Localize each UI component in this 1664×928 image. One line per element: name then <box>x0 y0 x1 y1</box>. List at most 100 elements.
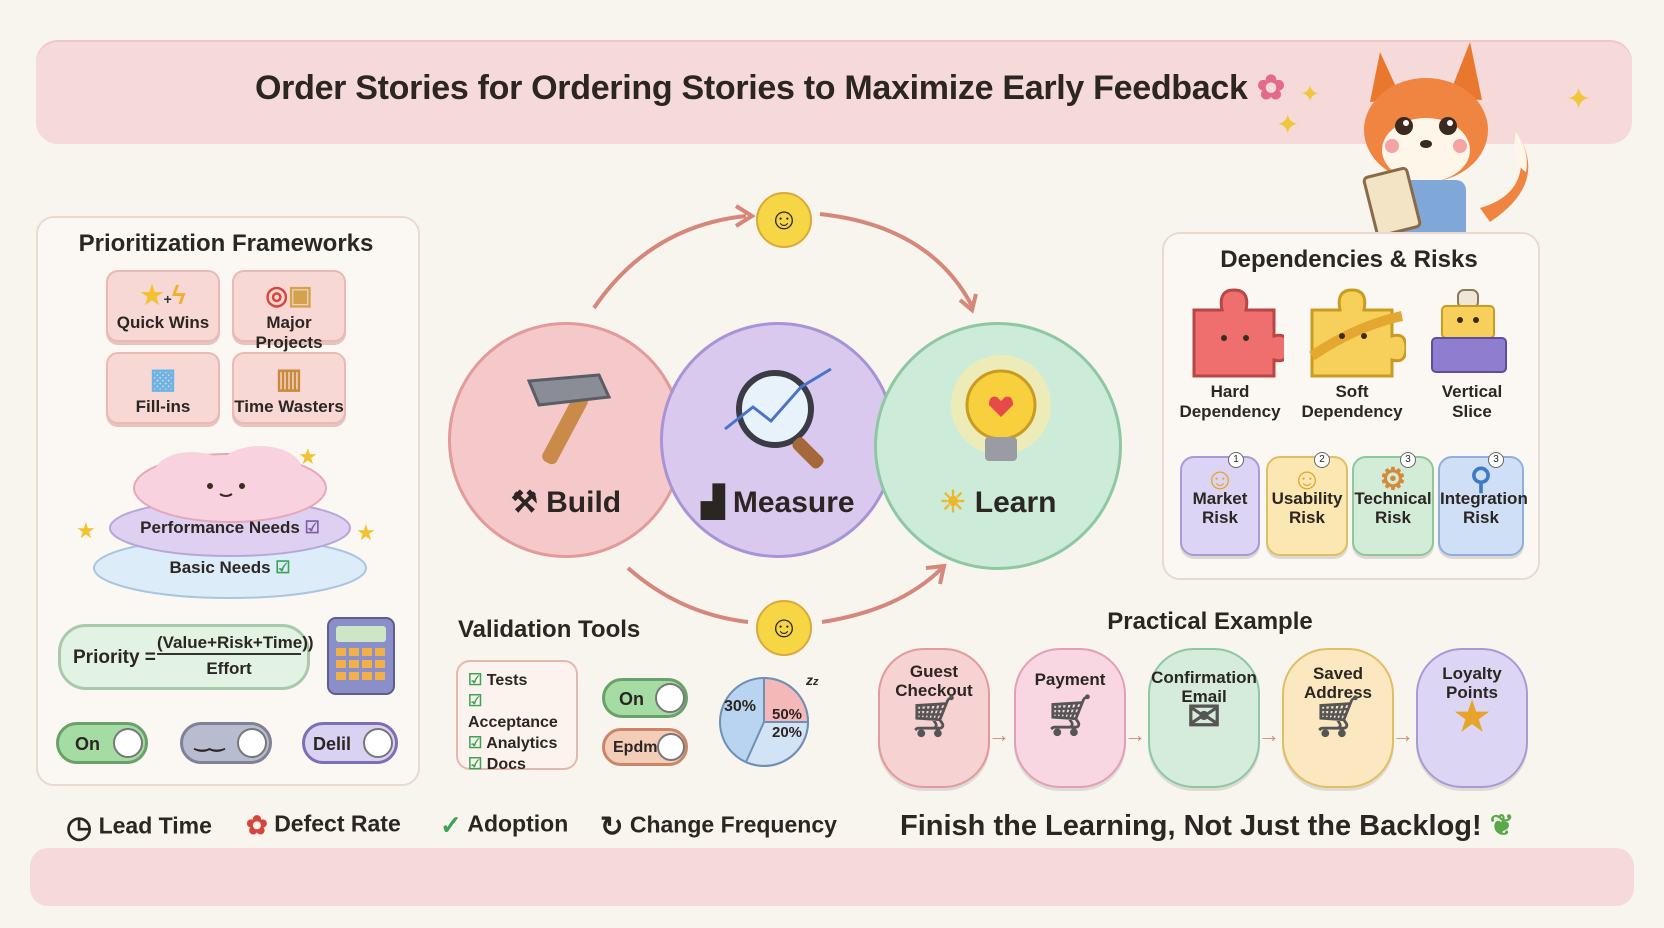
metric-lead-time: ◷ Lead Time <box>66 811 212 844</box>
cloud-bottom-label: Basic Needs ☑ <box>169 558 291 577</box>
vertical-slice-icon <box>1431 289 1507 373</box>
smiley-icon: ☺ <box>1204 463 1236 496</box>
quadrant-major-projects: ◎▣ Major Projects <box>232 270 346 352</box>
trash-basket-icon: ▥ <box>275 363 303 394</box>
star-icon: ★ <box>356 520 376 545</box>
lightbulb-icon <box>951 355 1051 461</box>
star-icon: ★ <box>76 518 96 543</box>
metric-change-frequency: ↻ Change Frequency <box>600 811 837 842</box>
cart-icon: 🛒︎ <box>1044 694 1096 738</box>
metric-adoption: ✓ Adoption <box>440 810 569 840</box>
trend-icon: ✓ <box>440 810 462 840</box>
metric-defect-rate: ✿ Defect Rate <box>246 810 401 840</box>
frameworks-heading: Prioritization Frameworks <box>78 230 374 257</box>
lightbulb-icon: ☀ <box>939 486 967 519</box>
pie-label-50: 50% <box>772 706 803 723</box>
risk-badge: 1 <box>1228 452 1244 468</box>
clock-icon: ◷ <box>66 811 93 844</box>
quadrant-quick-wins: ★+ϟ Quick Wins <box>106 270 220 342</box>
measure-circle: ▟ Measure <box>660 322 896 558</box>
arrow-icon: → <box>1392 722 1414 747</box>
sleep-z: zz <box>806 672 819 688</box>
pie-chart <box>719 676 810 767</box>
validation-heading: Validation Tools <box>458 616 641 643</box>
learn-label: Learn <box>974 486 1057 519</box>
sparkle-icon: ✦ <box>1300 81 1321 108</box>
puzzle-icon: ▩ <box>149 363 177 394</box>
smiley-icon: ☺ <box>1291 463 1323 496</box>
cloud-icon <box>93 446 367 599</box>
learn-circle: ☀ Learn <box>874 322 1122 570</box>
risk-badge: 2 <box>1314 452 1330 468</box>
validation-toggle-epdm[interactable]: Epdm <box>602 728 688 766</box>
smiley-icon: ☺ <box>756 600 812 656</box>
arrow-icon: → <box>1258 722 1280 747</box>
sparkle-icon: ✦ <box>1276 109 1300 140</box>
arrow-icon: → <box>988 722 1010 747</box>
pie-label-20: 20% <box>772 724 803 741</box>
footer-slogan: Finish the Learning, Not Just the Backlo… <box>900 810 1515 842</box>
sprout-icon: ❦ <box>1489 810 1515 842</box>
measure-label: Measure <box>732 486 855 519</box>
cloud-top-label: Performance Needs ☑ <box>140 518 320 537</box>
sleepy-face-icon: ‿‿ <box>195 731 224 751</box>
validation-toggle-on[interactable]: On <box>602 678 688 718</box>
check-analytics: ☑ Analytics <box>468 735 558 752</box>
chart-icon: ▟ <box>701 486 725 519</box>
page-title: Order Stories for Ordering Stories to Ma… <box>255 69 1286 107</box>
pie-label-30: 30% <box>724 698 757 715</box>
toggle-on[interactable]: On <box>56 722 148 764</box>
check-acceptance: ☑ Acceptance <box>468 693 558 731</box>
gear-icon: ⚙ <box>1379 463 1407 496</box>
build-circle: ⚒ Build <box>448 322 684 558</box>
link-icon: ⚲ <box>1470 463 1492 496</box>
check-tests: ☑ Tests <box>468 672 528 689</box>
sparkle-icon: ✦ <box>1566 83 1592 116</box>
cart-icon: 🛒︎ <box>908 695 960 739</box>
risk-badge: 3 <box>1400 452 1416 468</box>
fox-mascot <box>1362 42 1529 242</box>
star-cart-icon: ★ <box>1454 695 1490 739</box>
step-payment: Payment 🛒︎ <box>1014 648 1126 788</box>
footer-bar <box>30 848 1634 906</box>
star-icon: ★ <box>298 444 318 469</box>
deps-heading: Dependencies & Risks <box>1220 246 1478 273</box>
soft-dependency-puzzle-icon <box>1309 288 1406 378</box>
hammer-icon <box>526 373 612 465</box>
smiley-icon: ☺ <box>756 192 812 248</box>
toggle-delil[interactable]: Delil <box>302 722 398 764</box>
check-docs: ☑ Docs <box>468 756 526 773</box>
risk-badge: 3 <box>1488 452 1504 468</box>
quadrant-time-wasters: ▥ Time Wasters <box>232 352 346 424</box>
bow-icon: ✿ <box>1256 69 1286 107</box>
hammer-icon: ⚒ <box>510 486 538 519</box>
cycle-arrows <box>592 204 978 624</box>
cart-icon: 🛒︎ <box>1312 695 1364 739</box>
quadrant-fill-ins: ▩ Fill-ins <box>106 352 220 424</box>
build-label: Build <box>546 486 622 519</box>
target-icon: ◎▣ <box>265 280 313 310</box>
priority-formula: Priority = (Value+Risk+Time)) Effort <box>58 624 314 690</box>
ladybug-icon: ✿ <box>246 810 268 840</box>
toggle-sleepy[interactable]: ‿‿ <box>180 722 272 764</box>
calculator-icon <box>327 617 395 695</box>
checklist-bubble: ☑ Tests ☑ Acceptance ☑ Analytics ☑ Docs <box>456 660 578 773</box>
envelope-cart-icon: ✉ <box>1187 695 1221 739</box>
refresh-icon: ↻ <box>600 811 624 842</box>
star-icon: ★+ϟ <box>140 280 186 310</box>
arrow-icon: → <box>1124 722 1146 747</box>
example-heading: Practical Example <box>1107 608 1313 635</box>
magnifier-icon <box>724 367 832 469</box>
hard-dependency-puzzle-icon <box>1192 288 1284 378</box>
